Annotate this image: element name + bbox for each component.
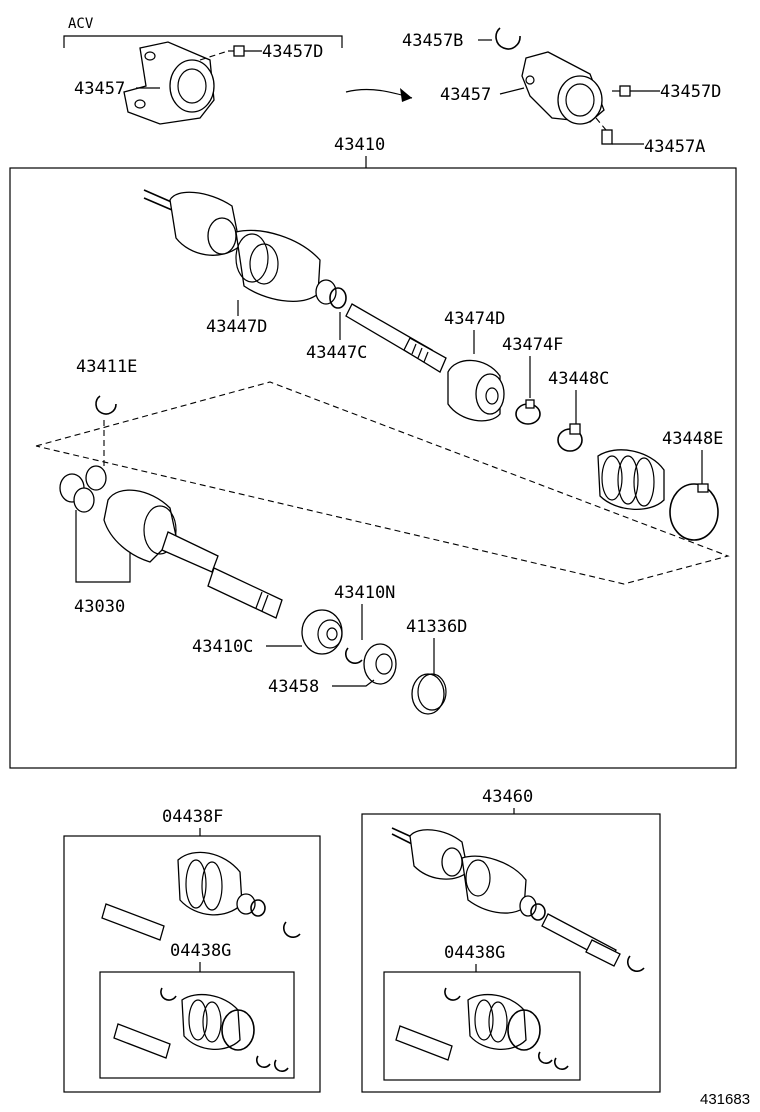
inner-boot[interactable] (597, 449, 665, 511)
leader-43457-right (499, 87, 525, 95)
label-43460: 43460 (482, 787, 533, 807)
boot-kit-04438f-upper[interactable] (101, 851, 301, 941)
seal-43458[interactable] (363, 643, 397, 685)
label-43410: 43410 (334, 135, 385, 155)
bearing-43410c[interactable] (301, 609, 343, 655)
label-43474f: 43474F (502, 335, 563, 355)
snap-ring-43457b[interactable] (495, 27, 521, 50)
label-04438g-left: 04438G (170, 941, 231, 961)
label-43410n: 43410N (334, 583, 395, 603)
label-43411e: 43411E (76, 357, 137, 377)
boot-kit-04438g-left[interactable] (113, 987, 289, 1072)
label-43410c: 43410C (192, 637, 253, 657)
label-43457d-left: 43457D (262, 42, 323, 62)
snap-ring-43410n[interactable] (345, 647, 363, 664)
bearing-bracket-right[interactable] (521, 51, 605, 125)
kit-box-04438g-right (383, 971, 581, 1081)
leader-43458 (332, 679, 375, 687)
tripod-joint[interactable] (59, 465, 107, 513)
bracket-group-right: 43457B 43457 43457D 43457A (402, 27, 721, 157)
kit-box-43460 (361, 813, 661, 1093)
assembly-box-43410 (9, 167, 737, 769)
label-acv: ACV (68, 16, 94, 32)
cover-41336d[interactable] (411, 673, 447, 715)
kit-box-04438f (63, 835, 321, 1093)
label-43447d: 43447D (206, 317, 267, 337)
outer-joint-assembly[interactable] (143, 189, 347, 309)
acv-bracket-line (63, 35, 343, 48)
shaft-assembly-43460[interactable] (391, 827, 645, 972)
boot-kit-04438g-right[interactable] (395, 987, 569, 1070)
diagram-id: 431683 (700, 1091, 750, 1108)
label-43447c: 43447C (306, 343, 367, 363)
label-43448c: 43448C (548, 369, 609, 389)
label-43457d-right: 43457D (660, 82, 721, 102)
damper-43474d[interactable] (447, 359, 505, 422)
bolt-43457d-right[interactable] (612, 85, 631, 97)
label-43457a: 43457A (644, 137, 705, 157)
label-04438f: 04438F (162, 807, 223, 827)
label-43457-right: 43457 (440, 85, 491, 105)
label-43457-left: 43457 (74, 79, 125, 99)
kit-box-04438g-left (99, 971, 295, 1079)
clamp-43448c[interactable] (557, 423, 583, 452)
bolt-43457a[interactable] (595, 117, 613, 145)
label-43458: 43458 (268, 677, 319, 697)
label-43457b: 43457B (402, 31, 463, 51)
label-43474d: 43474D (444, 309, 505, 329)
label-04438g-right: 04438G (444, 943, 505, 963)
label-43448e: 43448E (662, 429, 723, 449)
bearing-bracket-left[interactable] (123, 41, 215, 125)
inner-joint-housing[interactable] (103, 489, 283, 619)
label-43030: 43030 (74, 597, 125, 617)
label-41336d: 41336D (406, 617, 467, 637)
leader-43030 (75, 510, 131, 583)
arrow-head (400, 88, 412, 102)
boot-band-43448e[interactable] (669, 483, 719, 541)
acv-group: ACV 43457 43457D (63, 16, 343, 125)
clamp-43474f[interactable] (515, 399, 541, 425)
drive-shaft[interactable] (345, 303, 447, 373)
snap-ring-43411e[interactable] (95, 395, 117, 415)
inner-joint-dashed-region (35, 381, 730, 585)
